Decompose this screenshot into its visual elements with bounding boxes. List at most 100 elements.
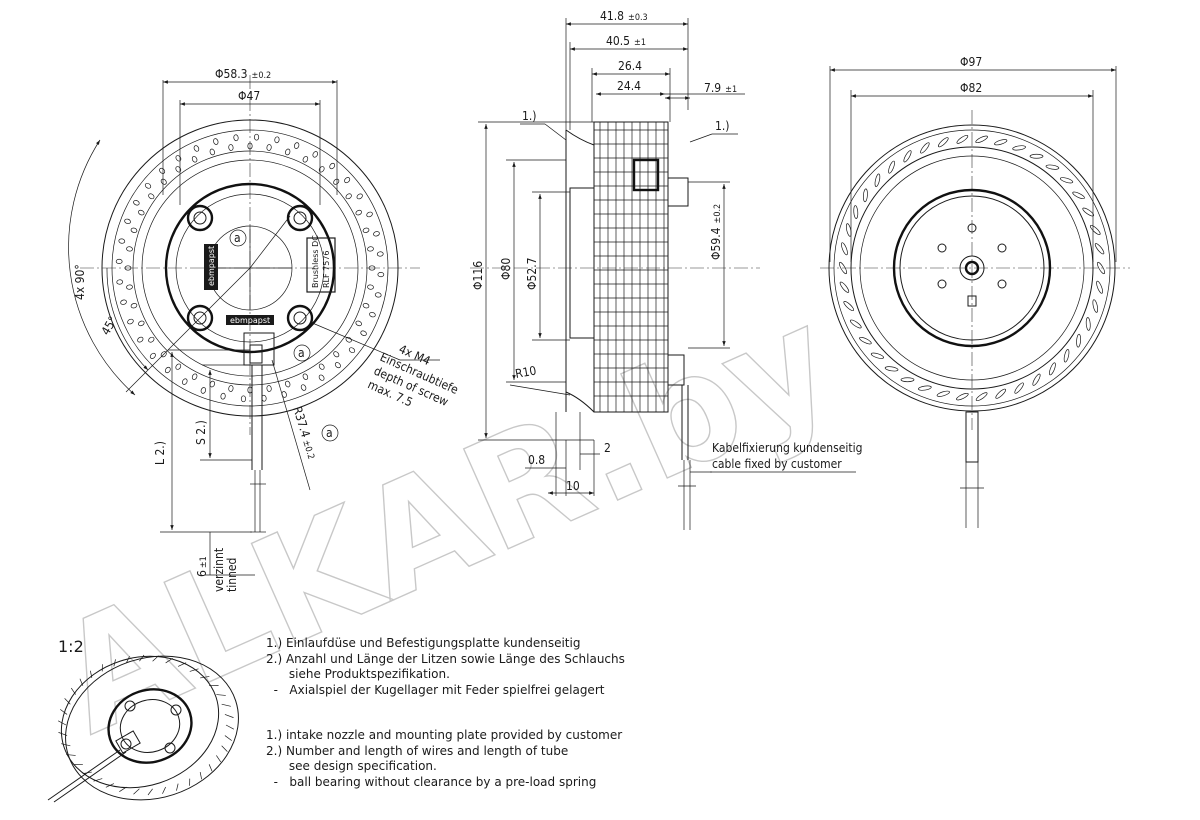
blade-dot [191, 156, 198, 163]
rear-blade-slot [1094, 243, 1105, 255]
dim-strip: 6 [195, 570, 209, 577]
dim-dia-97: Φ97 [960, 55, 982, 69]
side-view: 41.8±0.3 40.5±1 26.4 24.4 7.9±1 1.) 1.) [470, 9, 863, 530]
iso-blade [221, 745, 228, 752]
blade-dot [115, 258, 123, 265]
iso-blade [225, 724, 235, 730]
rear-blade-slot [1096, 261, 1106, 275]
iso-blade [58, 732, 68, 736]
blade-dot [355, 320, 362, 327]
rear-blade-slot [1076, 333, 1081, 348]
rear-blade-slot [839, 281, 850, 293]
rear-blade-slot [995, 388, 1007, 399]
isometric-view: 1:2 [47, 637, 239, 803]
blade-dot [133, 200, 140, 206]
blade-dot [318, 363, 325, 370]
blade-dot [362, 227, 370, 233]
iso-blade [189, 668, 199, 672]
rear-blade-slot [1063, 349, 1070, 363]
blade-dot [127, 318, 134, 325]
rear-blade-slot [870, 352, 885, 359]
iso-blade [165, 658, 173, 664]
dim-41-8-tol: ±0.3 [628, 13, 648, 23]
dim-40-5: 40.5 [606, 34, 630, 48]
note-en-3: see design specification. [266, 759, 437, 773]
blade-dot [175, 166, 182, 173]
blade-dot [344, 177, 351, 184]
blade-dot [356, 193, 363, 200]
blade-dot [228, 144, 234, 151]
iso-blade [162, 786, 166, 794]
iso-blade [224, 735, 232, 741]
blade-dot [367, 246, 374, 252]
note-en-2: 2.) Number and length of wires and lengt… [266, 743, 569, 758]
label-text-bottom: ebmpapst [230, 316, 270, 325]
rear-blade-slot [918, 385, 932, 391]
mark-a-2: a [298, 346, 305, 360]
iso-blade [60, 709, 68, 715]
cable-exit [243, 332, 275, 366]
blade-dot [345, 336, 352, 343]
label-text-left: ebmpapst [207, 246, 216, 286]
mark-a-1: a [234, 231, 241, 245]
tinned-en: tinned [225, 558, 239, 592]
iso-blade [64, 698, 71, 705]
blade-dot [333, 178, 340, 185]
rear-blade-slot [1072, 191, 1085, 200]
blade-dot [368, 265, 376, 271]
blade-dot [374, 292, 382, 298]
blade-dot [124, 218, 131, 224]
label-plate-bottom [226, 315, 274, 325]
iso-blade [177, 662, 187, 667]
blade-dot [318, 166, 325, 173]
note-de-1: 1.) Einlaufdüse und Befestigungsplatte k… [266, 636, 581, 650]
blade-dot [377, 271, 385, 278]
dim-inner-diameter: Φ47 [238, 89, 260, 103]
dim-10: 10 [566, 479, 580, 493]
blade-dot [138, 320, 145, 327]
mark-a-3: a [326, 426, 333, 440]
iso-blade [147, 788, 153, 796]
rear-blade-slot [1089, 224, 1101, 235]
rear-blade-slot [937, 137, 949, 148]
iso-blade [119, 786, 127, 792]
dim-26-4: 26.4 [618, 59, 642, 73]
blade-dot [360, 330, 367, 336]
rear-blade-slot [1049, 362, 1056, 376]
rear-blade-slot [849, 319, 862, 329]
iso-blades [57, 654, 235, 796]
iso-blade [139, 654, 145, 662]
iso-blade [216, 694, 226, 696]
note-de-3: siehe Produktspezifikation. [266, 667, 450, 681]
rear-blade-slot [838, 261, 848, 275]
iso-blade [200, 676, 210, 679]
blade-dot [138, 209, 145, 216]
blade-dot [366, 211, 373, 218]
dim-40-5-tol: ±1 [634, 38, 646, 48]
rear-blade-slot [888, 160, 895, 174]
blade-dot [302, 156, 309, 163]
rear-blade-slot [1096, 280, 1103, 294]
cable-note-en: cable fixed by customer [712, 457, 842, 471]
rear-blade-slot [853, 205, 859, 219]
dim-dia-59-4-tol: ±0.2 [713, 204, 723, 224]
iso-blade [113, 659, 116, 667]
blade-dot [274, 136, 280, 144]
blade-dot [148, 193, 155, 200]
label-plate-right [306, 237, 336, 293]
notes-block: 1.) Einlaufdüse und Befestigungsplatte k… [266, 636, 625, 790]
dim-24-4: 24.4 [617, 79, 641, 93]
dim-strip-tol: ±1 [199, 556, 209, 568]
blade-dot [300, 384, 307, 391]
blade-dot [312, 151, 318, 158]
blade-dot [200, 387, 206, 394]
blade-dot [220, 392, 226, 400]
blade-dot [318, 374, 325, 381]
dim-dia-116: Φ116 [471, 261, 485, 290]
blade-dot [159, 167, 166, 174]
rear-blade-slot [975, 392, 988, 402]
blade-dot [118, 238, 126, 244]
iso-blade [221, 703, 231, 707]
dim-2: 2 [604, 441, 611, 455]
